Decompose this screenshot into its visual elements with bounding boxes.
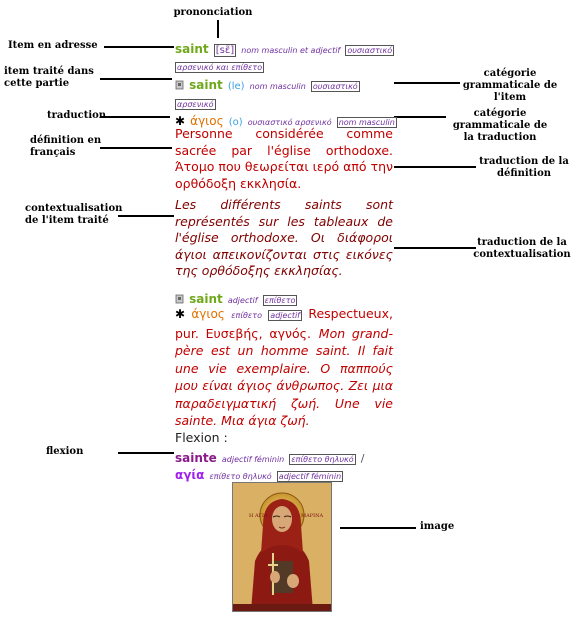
sub-item-1-pron: (le) [227, 81, 245, 92]
item-tag-icon [175, 80, 184, 90]
definition-text: Personne considérée comme sacrée par l'é… [175, 126, 393, 191]
star-icon: ✱ [175, 114, 186, 128]
flexion-fr-form: sainte [175, 451, 217, 465]
pointer-line-cat-trad [394, 116, 446, 118]
headword-gram: nom masculin et adjectif [241, 46, 341, 55]
flexion-separator: / [360, 452, 365, 465]
headword-line: saint [sɛ̃] nom masculin et adjectif ουσ… [175, 38, 395, 57]
label-trad-ctx-line2: contextualisation [473, 249, 571, 260]
headword: saint [175, 42, 209, 56]
translation-1-pron: (o) [228, 117, 243, 128]
translation-2: άγιος [191, 307, 225, 321]
label-contextualisation-line2: de l'item traité [25, 215, 109, 226]
sub-item-1-headword: saint [189, 78, 223, 92]
sub-item-1-line: saint (le) nom masculin ουσιαστικό [175, 74, 393, 93]
label-cat-trad-line2: grammaticale de [452, 120, 548, 131]
headword-gram-greek-line: αρσενικό και επίθετο [175, 55, 393, 74]
sub-item-2-headword: saint [189, 292, 223, 306]
pointer-line-flexion [118, 452, 174, 454]
svg-text:Η ΑΓΙΑ: Η ΑΓΙΑ [249, 513, 268, 519]
label-trad-def: traduction de la définition [474, 156, 574, 180]
pointer-line-cat-item [394, 82, 460, 84]
sub-item-2-gram: adjectif [227, 296, 258, 305]
pointer-line-trad-def [394, 166, 476, 168]
label-image: image [420, 521, 455, 532]
label-prononciation: prononciation [173, 7, 253, 18]
label-cat-item: catégorie grammaticale de l'item [455, 68, 565, 104]
sub-item-2-greek: επίθετο [262, 295, 298, 306]
pointer-line-contextualisation [118, 215, 174, 217]
translation-2-cat: adjectif [268, 310, 302, 321]
flexion-line-2: αγία επίθετο θηλυκό adjectif féminin [175, 464, 393, 483]
saint-icon-image: Η ΑΓΙΑ ΜΑΡΙΝΑ [232, 482, 332, 612]
pointer-line-image [340, 527, 416, 529]
label-trad-def-line2: définition [496, 168, 552, 179]
headword-gram-greek-a: ουσιαστικό [345, 45, 395, 56]
flexion-line-1: sainte adjectif féminin επίθετο θηλυκό / [175, 447, 393, 466]
label-item-traite-line1: item traité dans [4, 66, 94, 77]
translation-1-line: ✱ άγιος (o) ουσιαστικό αρσενικό nom masc… [175, 110, 397, 129]
label-item-traite-line2: cette partie [4, 78, 70, 89]
label-cat-trad: catégorie grammaticale de la traduction [440, 108, 560, 144]
translation-2-block: ✱ άγιος επίθετο adjectif Respectueux, pu… [175, 305, 393, 430]
label-cat-item-line3: l'item [493, 92, 527, 103]
flexion-gr-form: αγία [175, 468, 205, 482]
flexion-gr-gram: επίθετο θηλυκό [209, 472, 272, 481]
label-cat-trad-line3: la traduction [463, 132, 537, 143]
pointer-line-item-traite [100, 78, 172, 80]
pointer-line-item-adresse [104, 46, 174, 48]
label-definition-line2: français [30, 147, 76, 158]
definition-2-text: Respectueux, pur. Ευσεβής, αγνός. [175, 306, 393, 341]
saint-icon-illustration: Η ΑΓΙΑ ΜΑΡΙΝΑ [233, 483, 331, 611]
flexion-fr-gram: adjectif féminin [221, 455, 285, 464]
label-traduction: traduction [47, 110, 107, 121]
sub-item-1-greek-b: αρσενικό [175, 99, 216, 110]
label-cat-item-line2: grammaticale de [462, 80, 558, 91]
label-item-traite: item traité dans cette partie [4, 66, 114, 90]
translation-1-cat: nom masculin [336, 117, 397, 128]
item-tag-icon [175, 294, 184, 304]
contextualisation-2-text: Mon grand-père est un homme saint. Il fa… [175, 325, 393, 429]
flexion-gr-cat: adjectif féminin [276, 471, 344, 482]
label-item-adresse: Item en adresse [8, 40, 98, 51]
translation-2-gram: επίθετο [231, 311, 262, 320]
headword-pronunciation: [sɛ̃] [213, 44, 237, 57]
label-contextualisation: contextualisation de l'item traité [25, 203, 145, 227]
pointer-line-definition [100, 147, 172, 149]
translation-1: άγιος [190, 114, 224, 128]
label-flexion: flexion [46, 446, 84, 457]
label-cat-trad-line1: catégorie [473, 108, 527, 119]
flexion-fr-greek: επίθετο θηλυκό [289, 454, 356, 465]
label-definition: définition en français [30, 135, 130, 159]
label-trad-ctx-line1: traduction de la [477, 237, 567, 248]
svg-text:ΜΑΡΙΝΑ: ΜΑΡΙΝΑ [301, 513, 323, 519]
label-trad-ctx: traduction de la contextualisation [470, 237, 574, 261]
label-contextualisation-line1: contextualisation [25, 203, 123, 214]
sub-item-2-line: saint adjectif επίθετο [175, 288, 393, 307]
sub-item-1-greek-line: αρσενικό [175, 92, 393, 111]
sub-item-1-greek-a: ουσιαστικό [310, 81, 360, 92]
pointer-line-traduction [100, 116, 170, 118]
label-cat-item-line1: catégorie [483, 68, 537, 79]
pointer-line-trad-ctx [394, 247, 476, 249]
label-definition-line1: définition en [30, 135, 102, 146]
translation-1-gram: ουσιαστικό αρσενικό [247, 118, 332, 127]
star-icon: ✱ [175, 307, 186, 321]
contextualisation-text: Les différents saints sont représentés s… [175, 197, 393, 278]
sub-item-1-gram: nom masculin [249, 82, 306, 91]
flexion-title: Flexion : [175, 430, 228, 445]
headword-gram-greek-b: αρσενικό και επίθετο [175, 62, 265, 73]
label-trad-def-line1: traduction de la [479, 156, 569, 167]
pointer-line-prononciation [217, 20, 219, 38]
